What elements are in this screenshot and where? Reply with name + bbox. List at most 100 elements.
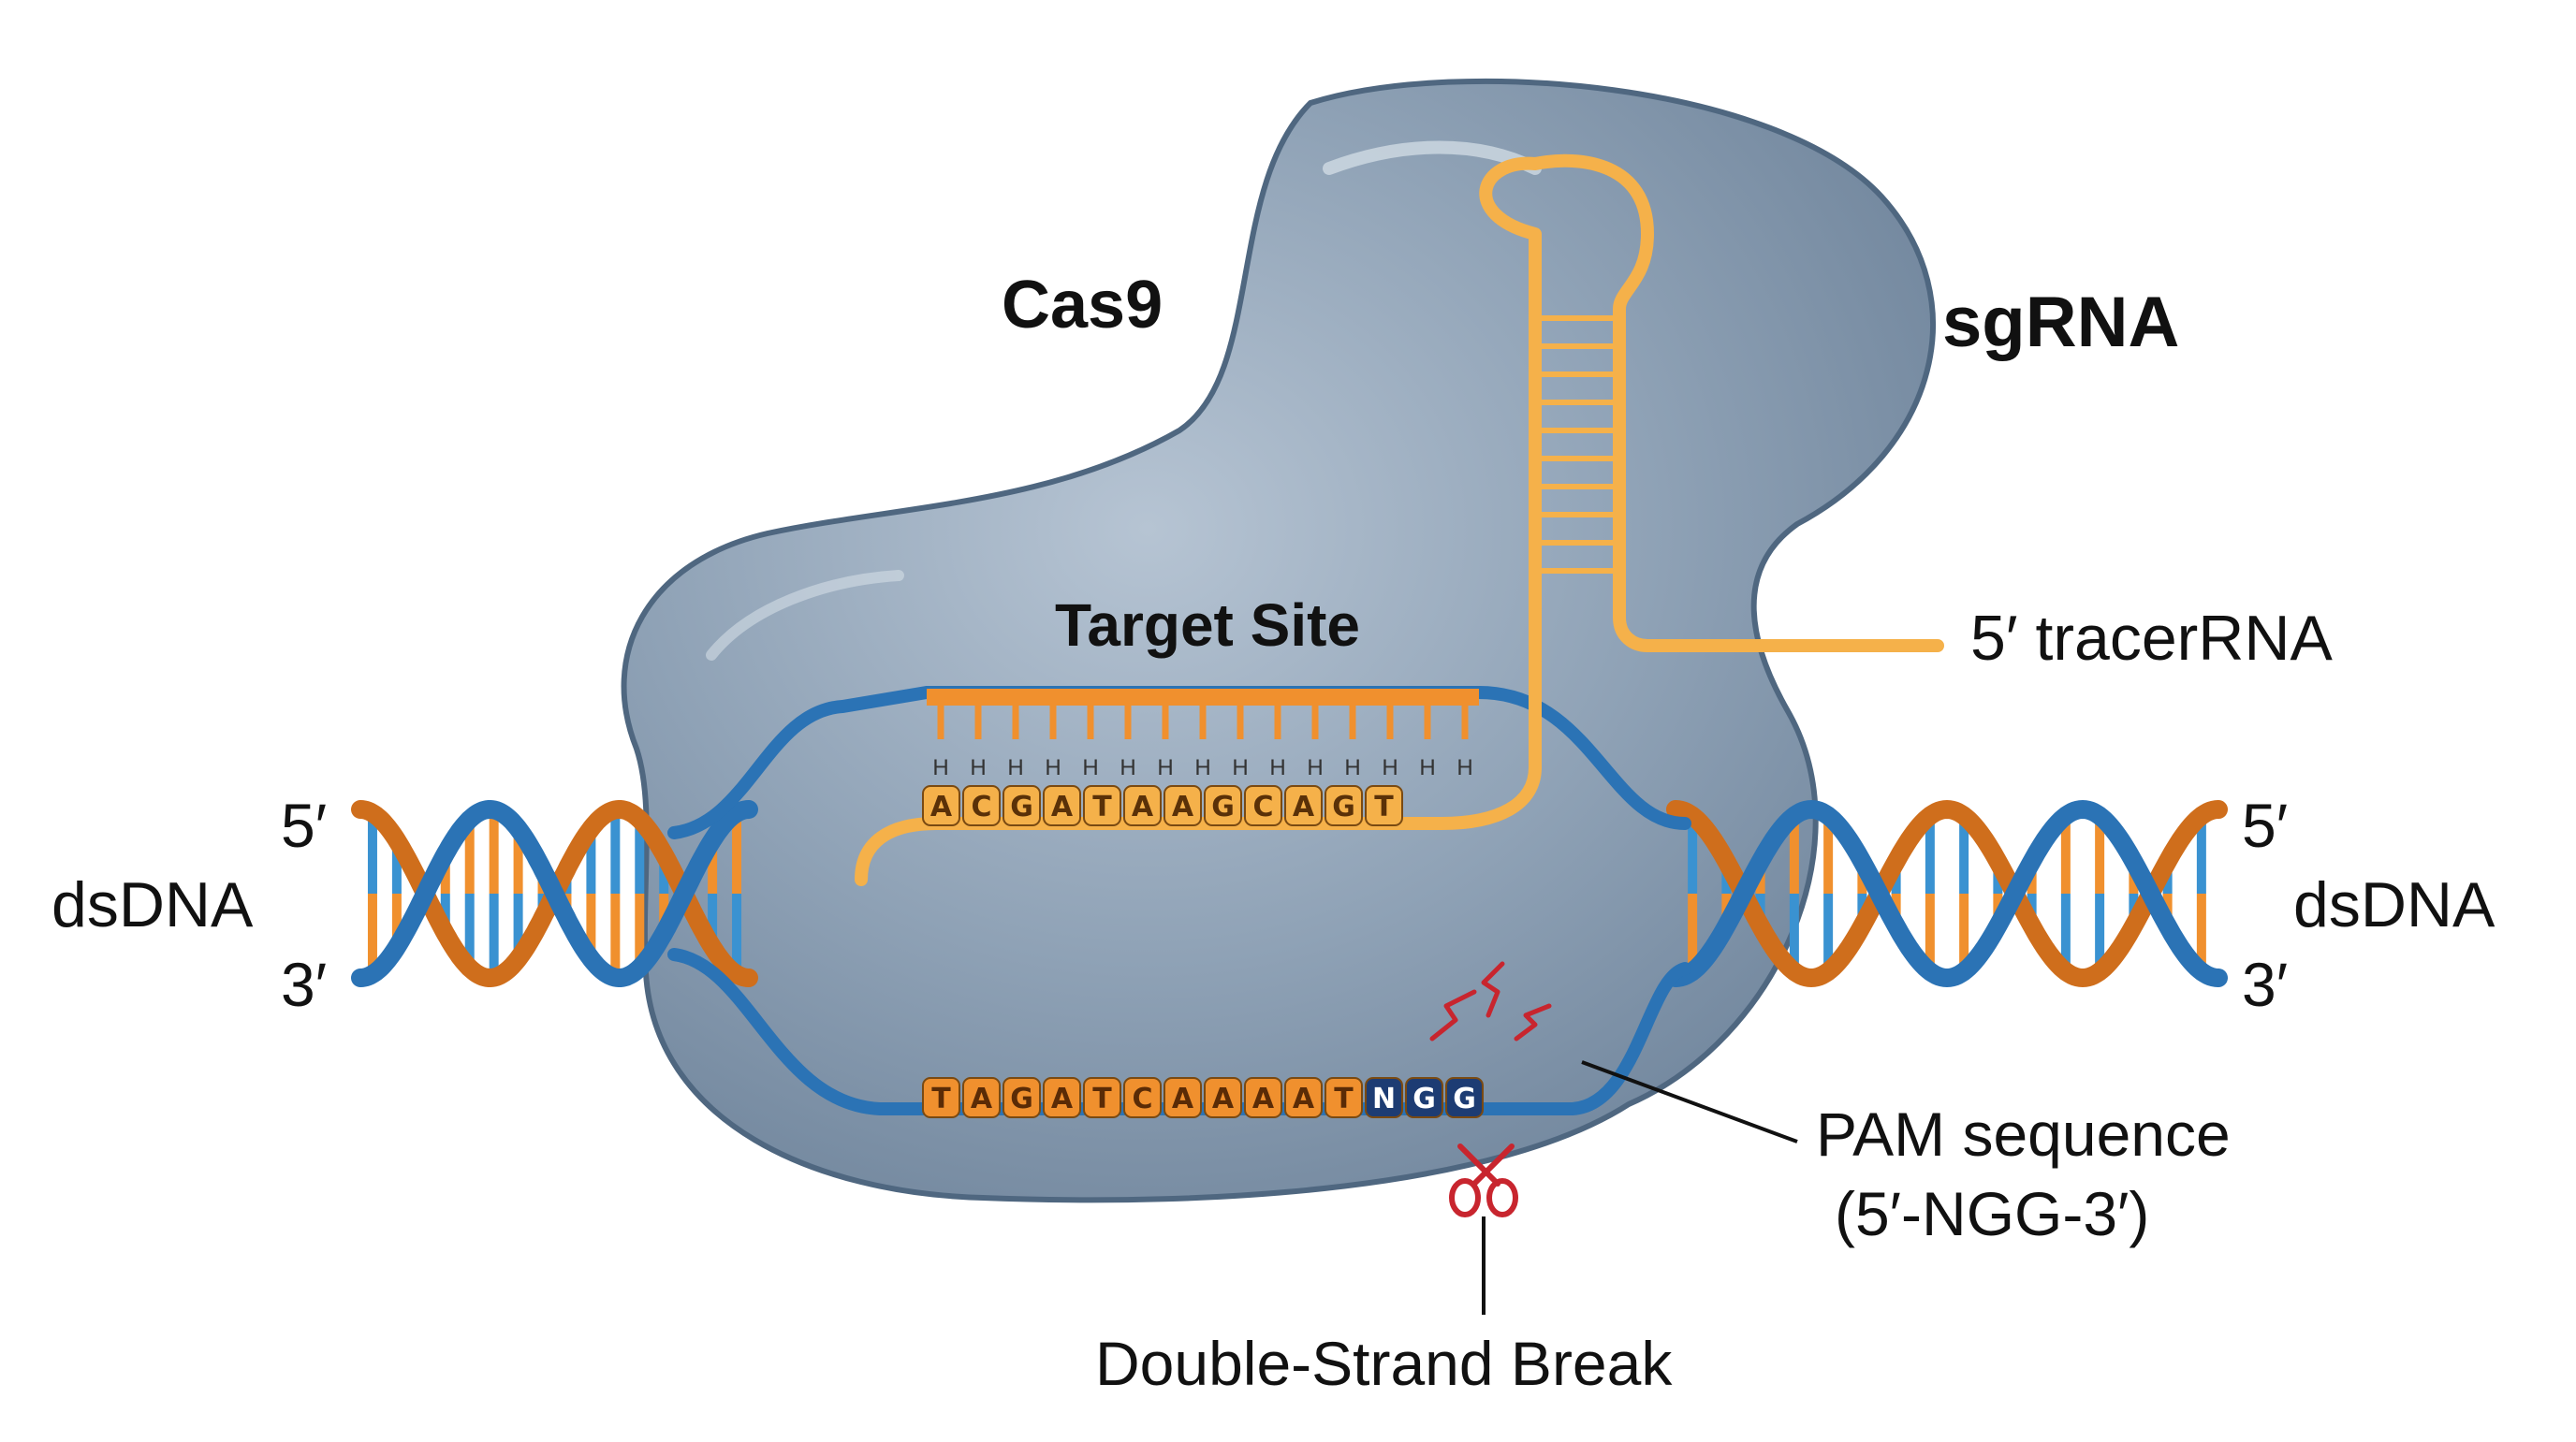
sgrna-stem-base-pairs bbox=[1541, 315, 1614, 574]
sgrna-label: sgRNA bbox=[1942, 283, 2179, 362]
helix-strand-orange bbox=[1666, 799, 2228, 988]
guide-base-letter: C bbox=[971, 791, 991, 823]
guide-base-letter: T bbox=[1374, 791, 1394, 823]
guide-base-box bbox=[962, 785, 1001, 826]
cleavage-burst-icon bbox=[1429, 961, 1552, 1041]
pam-motif-label: (5′-NGG-3′) bbox=[1835, 1179, 2149, 1248]
target-base-letter: T bbox=[1334, 1083, 1354, 1115]
double-strand-break-label: Double-Strand Break bbox=[1095, 1329, 1673, 1398]
target-base-letter: T bbox=[1092, 1083, 1112, 1115]
target-base-box bbox=[1284, 1077, 1323, 1118]
guide-base-letter: A bbox=[930, 791, 953, 823]
guide-base-box bbox=[1284, 785, 1323, 826]
pam-base-box bbox=[1405, 1077, 1443, 1118]
target-base-box bbox=[1164, 1077, 1202, 1118]
target-base-letter: G bbox=[1010, 1083, 1033, 1115]
hydrogen-bond-label: H bbox=[1307, 755, 1323, 780]
right-five-prime-label: 5′ bbox=[2242, 791, 2288, 860]
guide-base-box bbox=[1083, 785, 1121, 826]
guide-base-box bbox=[1043, 785, 1081, 826]
hydrogen-bond-label: H bbox=[1382, 755, 1398, 780]
hydrogen-bond-label: H bbox=[1419, 755, 1435, 780]
target-base-box bbox=[1325, 1077, 1363, 1118]
left-dsdna-label: dsDNA bbox=[51, 869, 254, 940]
pam-base-box bbox=[1445, 1077, 1484, 1118]
target-site-strand bbox=[927, 689, 1479, 739]
tracerrna-label: 5′ tracerRNA bbox=[1970, 603, 2333, 674]
guide-base-letter: A bbox=[1293, 791, 1315, 823]
pam-base-letter: N bbox=[1372, 1083, 1396, 1115]
right-three-prime-label: 3′ bbox=[2242, 950, 2288, 1019]
guide-base-box bbox=[1204, 785, 1242, 826]
hydrogen-bond-label: H bbox=[1045, 755, 1061, 780]
guide-base-letter: T bbox=[1092, 791, 1112, 823]
hydrogen-bond-label: H bbox=[1194, 755, 1210, 780]
left-dsdna-helix bbox=[351, 800, 758, 987]
guide-base-box bbox=[922, 785, 960, 826]
sgrna-guide-strand bbox=[855, 761, 1542, 886]
guide-base-box bbox=[1365, 785, 1403, 826]
guide-base-letter: G bbox=[1332, 791, 1355, 823]
target-site-label: Target Site bbox=[1055, 591, 1360, 659]
target-base-box bbox=[1123, 1077, 1162, 1118]
helix-strand-blue bbox=[1666, 799, 2228, 988]
target-base-letter: A bbox=[1051, 1083, 1074, 1115]
guide-base-letter: C bbox=[1252, 791, 1273, 823]
target-base-letter: A bbox=[1252, 1083, 1275, 1115]
hydrogen-bond-label: H bbox=[1232, 755, 1248, 780]
target-base-letter: A bbox=[1212, 1083, 1235, 1115]
left-five-prime-label: 5′ bbox=[281, 791, 327, 860]
target-base-box bbox=[962, 1077, 1001, 1118]
target-strand-lower bbox=[667, 948, 1691, 1115]
pam-base-letter: G bbox=[1412, 1083, 1436, 1115]
right-dsdna-label: dsDNA bbox=[2293, 869, 2496, 940]
hydrogen-bond-label: H bbox=[1269, 755, 1285, 780]
pam-sequence-label: PAM sequence bbox=[1816, 1100, 2231, 1169]
scissors-icon bbox=[1449, 1143, 1518, 1217]
hydrogen-bond-label: H bbox=[1007, 755, 1023, 780]
guide-base-box bbox=[1003, 785, 1041, 826]
pam-base-letter: G bbox=[1453, 1083, 1476, 1115]
target-base-box bbox=[1204, 1077, 1242, 1118]
guide-base-letter: A bbox=[1172, 791, 1194, 823]
target-base-box bbox=[1083, 1077, 1121, 1118]
pam-base-box bbox=[1365, 1077, 1403, 1118]
target-base-box bbox=[1244, 1077, 1282, 1118]
target-base-box bbox=[922, 1077, 960, 1118]
target-base-box bbox=[1043, 1077, 1081, 1118]
guide-base-letter: A bbox=[1132, 791, 1154, 823]
guide-base-box bbox=[1123, 785, 1162, 826]
pam-callout-line bbox=[1581, 1060, 1798, 1143]
helix-strand-blue bbox=[351, 800, 758, 987]
left-three-prime-label: 3′ bbox=[281, 950, 327, 1019]
guide-base-letter: G bbox=[1211, 791, 1235, 823]
right-dsdna-helix bbox=[1666, 799, 2228, 988]
guide-base-box bbox=[1164, 785, 1202, 826]
guide-base-box bbox=[1325, 785, 1363, 826]
guide-base-box bbox=[1244, 785, 1282, 826]
hydrogen-bond-label: H bbox=[1157, 755, 1173, 780]
hydrogen-bond-label: H bbox=[1456, 755, 1472, 780]
cas9-protein-body bbox=[621, 78, 1936, 1203]
target-base-letter: T bbox=[931, 1083, 951, 1115]
guide-base-letter: G bbox=[1010, 791, 1033, 823]
hydrogen-bond-label: H bbox=[932, 755, 948, 780]
target-base-letter: A bbox=[1172, 1083, 1194, 1115]
target-base-letter: A bbox=[1293, 1083, 1315, 1115]
target-base-box bbox=[1003, 1077, 1041, 1118]
guide-base-letter: A bbox=[1051, 791, 1074, 823]
hydrogen-bond-label: H bbox=[1120, 755, 1135, 780]
cas9-highlight-lower bbox=[706, 570, 904, 661]
target-base-letter: C bbox=[1132, 1083, 1152, 1115]
hydrogen-bond-label: H bbox=[1344, 755, 1360, 780]
sgrna-hairpin bbox=[1479, 153, 1944, 774]
hydrogen-bond-label: H bbox=[1082, 755, 1098, 780]
hydrogen-bond-label: H bbox=[970, 755, 986, 780]
target-base-letter: A bbox=[971, 1083, 993, 1115]
